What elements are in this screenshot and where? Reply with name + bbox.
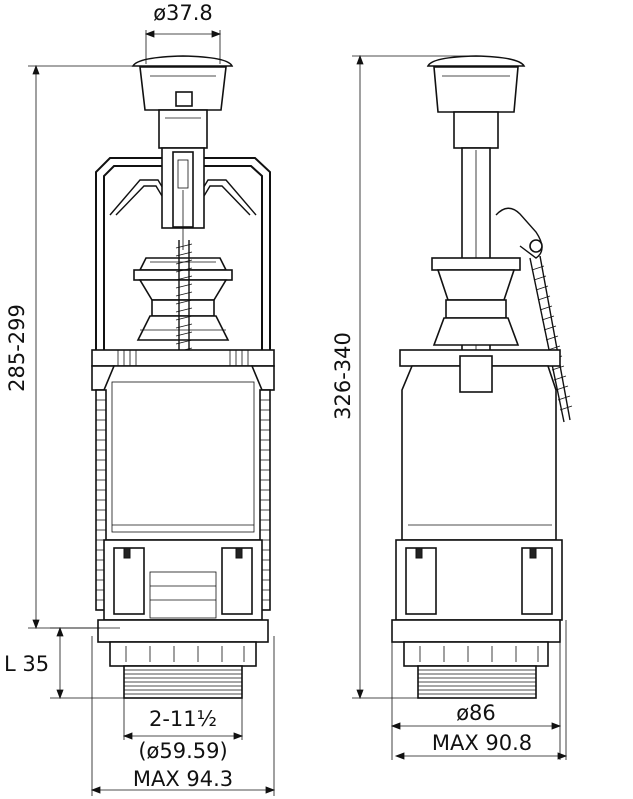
side-lever-chain bbox=[495, 207, 573, 423]
side-rails bbox=[95, 389, 271, 611]
side-lower-housing bbox=[395, 539, 563, 621]
side-float bbox=[399, 349, 561, 541]
valve-head bbox=[133, 257, 233, 341]
push-button-cap bbox=[131, 55, 234, 149]
dim-thread-size: 2-11½ bbox=[149, 707, 217, 731]
side-view bbox=[391, 55, 573, 699]
dim-right-diameter: ø86 bbox=[456, 701, 496, 725]
dim-right-height: 326-340 bbox=[331, 332, 355, 420]
lower-housing bbox=[103, 539, 263, 621]
dim-left-max-width: MAX 94.3 bbox=[133, 767, 233, 791]
side-base bbox=[391, 619, 561, 699]
float-cage bbox=[95, 147, 271, 352]
side-button-cap bbox=[426, 55, 526, 149]
dim-thread-diameter: (ø59.59) bbox=[138, 739, 227, 763]
dim-right-max-width: MAX 90.8 bbox=[432, 731, 532, 755]
dimension-lines bbox=[28, 30, 568, 796]
side-valve-head bbox=[431, 257, 521, 346]
float-body bbox=[103, 365, 263, 549]
dim-button-diameter: ø37.8 bbox=[153, 1, 213, 25]
dim-left-height: 285-299 bbox=[5, 304, 29, 392]
dim-thread-length: L 35 bbox=[4, 652, 49, 676]
thread bbox=[123, 665, 243, 699]
base-flange bbox=[97, 619, 269, 667]
front-view bbox=[91, 55, 275, 699]
